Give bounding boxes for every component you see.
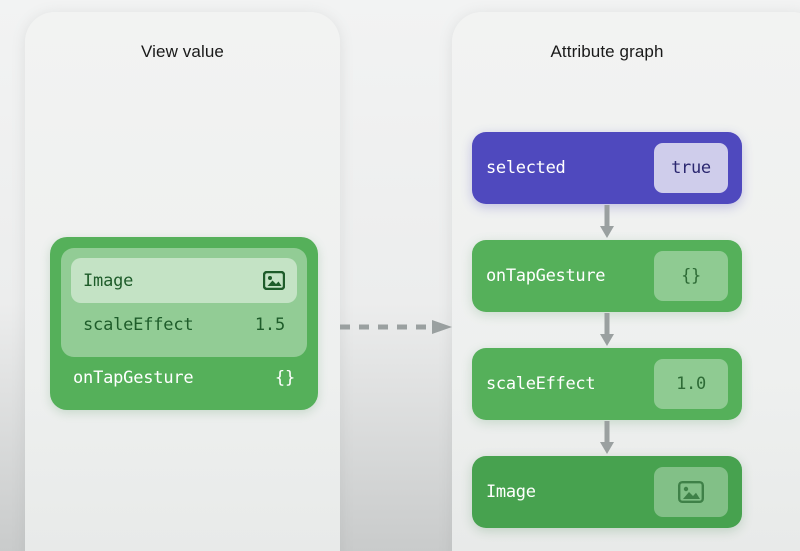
view-row-scaleeffect-value: 1.5 <box>254 315 285 335</box>
graph-node-image-value <box>654 467 728 517</box>
view-row-scaleeffect-label: scaleEffect <box>83 315 194 335</box>
image-icon <box>678 481 704 503</box>
graph-node-scaleeffect[interactable]: scaleEffect 1.0 <box>472 348 742 420</box>
panel-title-view-value: View value <box>141 42 224 61</box>
view-row-image-label: Image <box>83 270 134 291</box>
graph-node-image[interactable]: Image <box>472 456 742 528</box>
graph-node-scaleeffect-label: scaleEffect <box>486 374 596 394</box>
graph-node-image-label: Image <box>486 482 536 502</box>
dashed-arrow-connector <box>338 320 456 334</box>
view-row-scaleeffect: scaleEffect 1.5 <box>71 303 297 347</box>
arrow-selected-to-ontapgesture <box>600 205 614 239</box>
graph-node-selected-label: selected <box>486 158 566 178</box>
graph-node-scaleeffect-value: 1.0 <box>654 359 728 409</box>
panel-title-attribute-graph: Attribute graph <box>550 42 664 61</box>
graph-node-selected-value: true <box>654 143 728 193</box>
view-row-image: Image <box>71 258 297 303</box>
view-row-ontapgesture: onTapGesture {} <box>61 357 307 399</box>
view-row-ontapgesture-label: onTapGesture <box>73 368 194 388</box>
arrow-scaleeffect-to-image <box>600 421 614 455</box>
view-card-outer: Image scaleEffect 1.5 onTapGesture <box>50 237 318 410</box>
image-icon <box>263 271 285 290</box>
graph-node-ontapgesture-value: {} <box>654 251 728 301</box>
graph-node-selected[interactable]: selected true <box>472 132 742 204</box>
panel-view-value: View value Image scaleEffect 1.5 <box>25 12 340 551</box>
panel-attribute-graph: Attribute graph selected true onTapGestu… <box>452 12 800 551</box>
view-row-ontapgesture-value: {} <box>274 368 295 388</box>
view-card-middle: Image scaleEffect 1.5 <box>61 248 307 357</box>
graph-node-ontapgesture[interactable]: onTapGesture {} <box>472 240 742 312</box>
arrow-ontapgesture-to-scaleeffect <box>600 313 614 347</box>
graph-node-ontapgesture-label: onTapGesture <box>486 266 606 286</box>
